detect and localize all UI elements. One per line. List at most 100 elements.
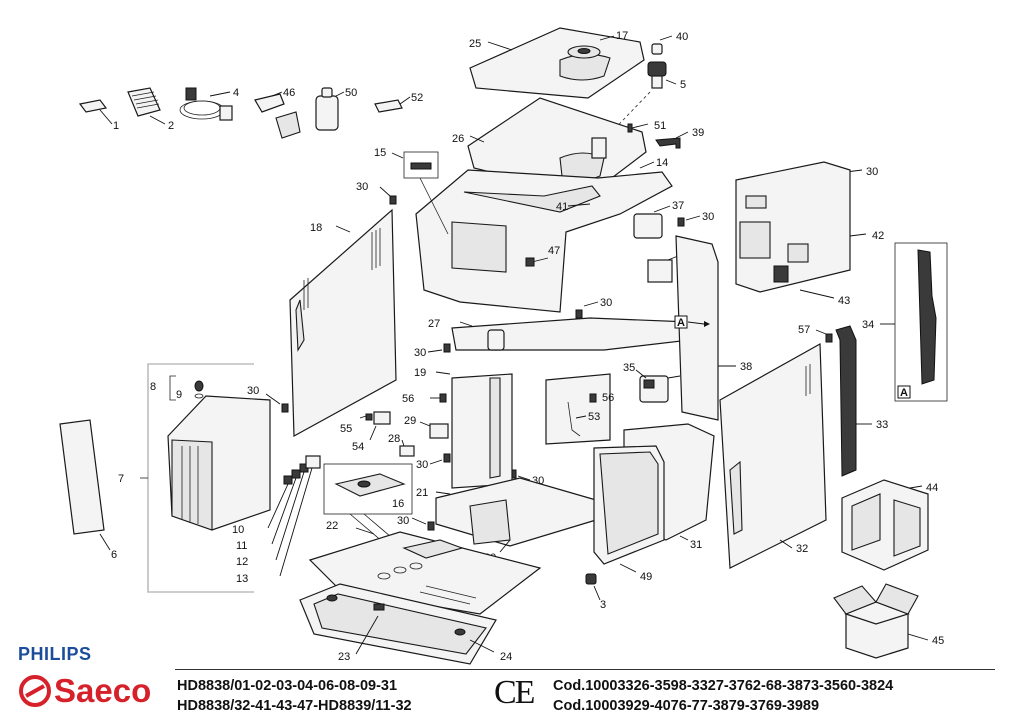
descaler-bottle: 50 (315, 87, 357, 131)
label-52: 52 (411, 92, 423, 104)
foot-3: 3 (585, 573, 606, 611)
reference-tag-a: A (674, 315, 710, 329)
left-side-panel: 18 (289, 208, 397, 437)
label-5: 5 (680, 79, 686, 91)
label-7: 7 (118, 473, 124, 485)
screw-56-right: 56 (589, 392, 614, 404)
label-plate-15: 15 (374, 147, 449, 235)
label-17: 17 (616, 30, 628, 42)
label-54: 54 (352, 441, 364, 453)
label-12: 12 (236, 556, 248, 568)
label-35: 35 (623, 362, 635, 374)
label-23: 23 (338, 651, 350, 663)
upper-body-shell: 14 41 47 (415, 157, 673, 313)
label-21: 21 (416, 487, 428, 499)
code-line-2: Cod.10003929-4076-77-3879-3769-3989 (553, 698, 820, 714)
label-1: 1 (113, 120, 119, 132)
label-31: 31 (690, 539, 702, 551)
unit-37: 37 (633, 200, 684, 239)
label-44: 44 (926, 482, 938, 494)
label-29: 29 (404, 415, 416, 427)
label-2: 2 (168, 120, 174, 132)
label-56-a: 56 (402, 393, 414, 405)
valve-parts-10-13: 10 11 12 13 (232, 455, 321, 585)
right-side-panel: 32 (719, 342, 827, 569)
label-33: 33 (876, 419, 888, 431)
saeco-wordmark: Saeco (54, 672, 152, 709)
label-6: 6 (111, 549, 117, 561)
part-53: 53 (567, 401, 600, 437)
philips-logo: PHILIPS (18, 644, 92, 664)
harness-33: 33 57 (798, 324, 888, 477)
label-4: 4 (233, 87, 239, 99)
control-board: 42 43 (735, 161, 884, 307)
label-19: 19 (414, 367, 426, 379)
label-37: 37 (672, 200, 684, 212)
detail-box-16: 16 (323, 463, 413, 549)
tag-a-text: A (677, 317, 685, 329)
water-tank (167, 395, 271, 531)
label-30-a: 30 (356, 181, 368, 193)
label-8: 8 (150, 381, 156, 393)
saeco-logo: Saeco (18, 674, 151, 708)
label-53: 53 (588, 411, 600, 423)
service-door-49: 49 (593, 445, 665, 583)
drip-tray: 24 23 (299, 583, 512, 665)
label-27: 27 (428, 318, 440, 330)
tank-cover-6: 6 (59, 419, 117, 561)
label-28: 28 (388, 433, 400, 445)
label-46: 46 (283, 87, 295, 99)
footer-divider (175, 669, 995, 670)
accessory-1: 1 (78, 99, 119, 132)
detail-box-34: A 34 (862, 242, 948, 402)
central-frame: 27 19 21 20 (414, 317, 691, 564)
label-30-b: 30 (702, 211, 714, 223)
code-line-1: Cod.10003326-3598-3327-3762-68-3873-3560… (553, 678, 894, 694)
label-9: 9 (176, 389, 182, 401)
accessory-46: 46 (254, 87, 301, 139)
label-38: 38 (740, 361, 752, 373)
label-41: 41 (556, 201, 568, 213)
screw-56-left: 56 (402, 393, 447, 405)
model-numbers: HD8838/01-02-03-04-06-08-09-31 HD8838/32… (177, 676, 412, 716)
label-50: 50 (345, 87, 357, 99)
label-30-e: 30 (414, 347, 426, 359)
label-49: 49 (640, 571, 652, 583)
top-cover-frame: 26 51 (452, 97, 666, 197)
label-42: 42 (872, 230, 884, 242)
label-34: 34 (862, 319, 874, 331)
parts-54-55: 54 55 (340, 411, 391, 453)
label-45: 45 (932, 635, 944, 647)
label-15: 15 (374, 147, 386, 159)
accessory-52: 52 (374, 92, 423, 113)
label-30-i: 30 (397, 515, 409, 527)
label-47: 47 (548, 245, 560, 257)
label-18: 18 (310, 222, 322, 234)
label-30-d: 30 (600, 297, 612, 309)
tag-a-detail-text: A (900, 387, 908, 399)
label-3: 3 (600, 599, 606, 611)
model-line-2: HD8838/32-41-43-47-HD8839/11-32 (177, 698, 412, 714)
accessory-2: 2 (127, 87, 174, 132)
tank-cap-8-9: 8 9 (150, 375, 204, 401)
product-codes: Cod.10003326-3598-3327-3762-68-3873-3560… (553, 676, 893, 716)
label-14: 14 (656, 157, 668, 169)
model-line-1: HD8838/01-02-03-04-06-08-09-31 (177, 678, 398, 694)
parts-28-29: 29 28 (388, 415, 449, 457)
label-40: 40 (676, 31, 688, 43)
label-11: 11 (236, 540, 247, 552)
box-45: 45 (833, 583, 944, 659)
bracket-39: 39 (655, 127, 704, 149)
bean-hopper-lid: 25 17 (469, 27, 645, 99)
label-56-b: 56 (602, 392, 614, 404)
right-front-panel: 38 (675, 235, 752, 421)
label-30-f: 30 (247, 385, 259, 397)
label-43: 43 (838, 295, 850, 307)
water-tank-callout: 7 (118, 363, 254, 593)
label-55: 55 (340, 423, 352, 435)
label-13: 13 (236, 573, 248, 585)
saeco-swoosh-icon (19, 675, 51, 707)
label-22: 22 (326, 520, 338, 532)
power-cord: 4 (179, 87, 239, 121)
